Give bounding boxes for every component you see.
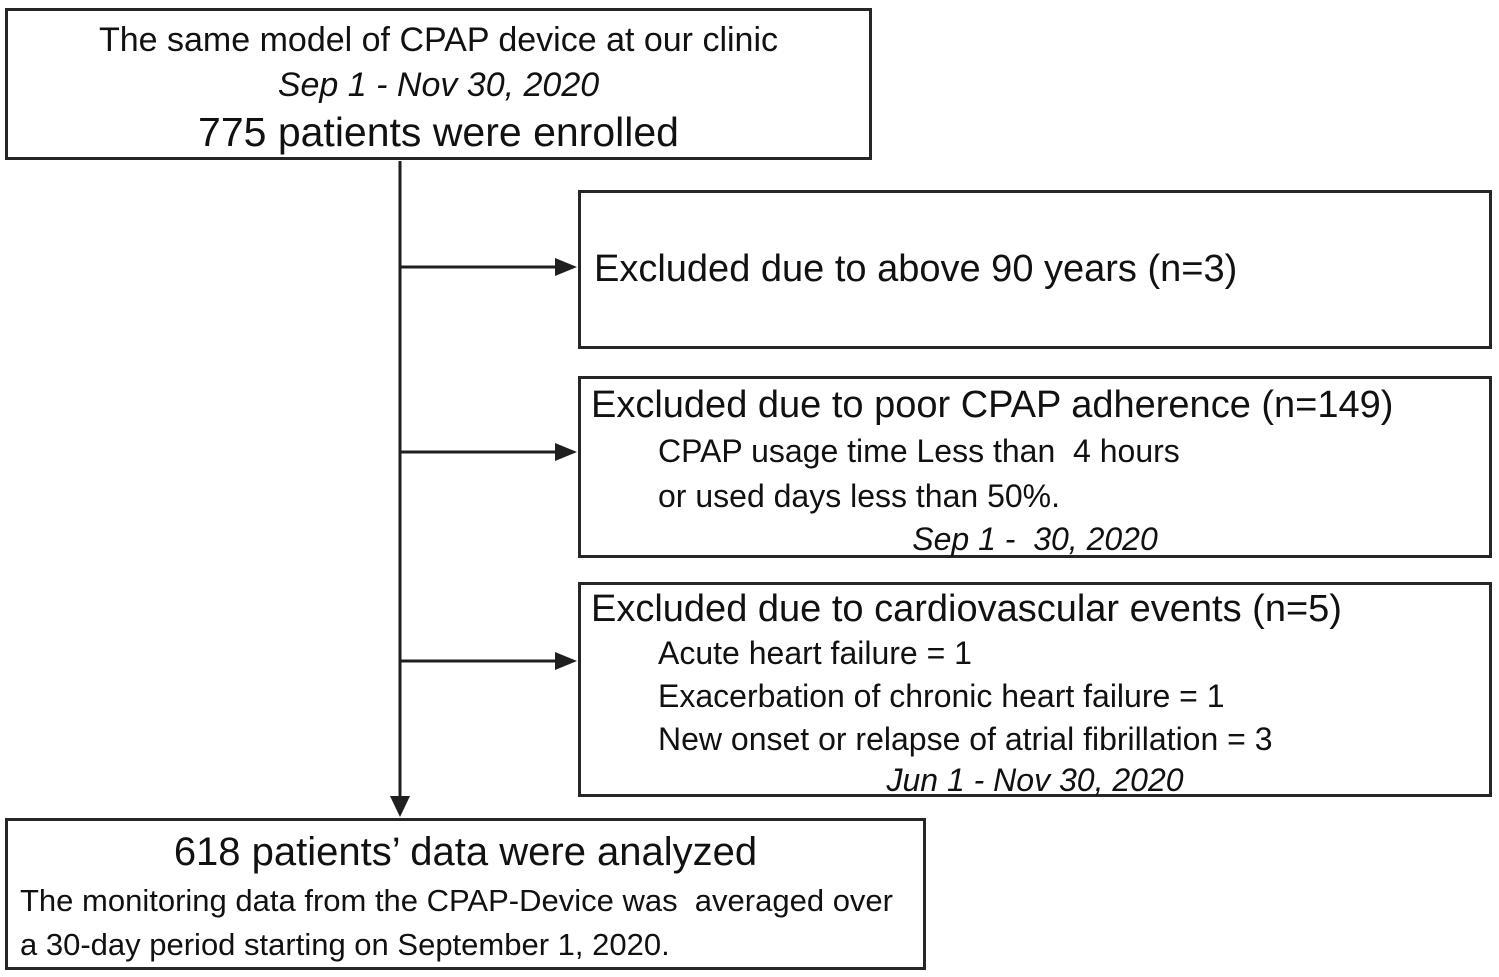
enrollment-box: The same model of CPAP device at our cli…	[5, 8, 872, 160]
exclusion-cardiovascular-detail-1: Acute heart failure = 1	[658, 635, 972, 671]
analyzed-box: 618 patients’ data were analyzed The mon…	[5, 818, 926, 970]
branch-arrow-cardiovascular	[400, 652, 577, 670]
branch-arrow-adherence	[400, 443, 577, 461]
exclusion-cardiovascular-title: Excluded due to cardiovascular events (n…	[591, 588, 1342, 630]
exclusion-adherence-period: Sep 1 - 30, 2020	[912, 521, 1158, 557]
exclusion-age-title: Excluded due to above 90 years (n=3)	[594, 248, 1238, 290]
enrollment-description: The same model of CPAP device at our cli…	[98, 21, 779, 59]
analyzed-count: 618 patients’ data were analyzed	[173, 830, 758, 874]
exclusion-cardiovascular-box: Excluded due to cardiovascular events (n…	[578, 582, 1492, 798]
exclusion-adherence-box: Excluded due to poor CPAP adherence (n=1…	[578, 376, 1492, 558]
vertical-flow-arrow	[390, 161, 410, 817]
exclusion-adherence-detail-2: or used days less than 50%.	[658, 478, 1061, 514]
exclusion-cardiovascular-detail-3: New onset or relapse of atrial fibrillat…	[658, 721, 1273, 757]
exclusion-age-box: Excluded due to above 90 years (n=3)	[578, 190, 1492, 349]
enrollment-period: Sep 1 - Nov 30, 2020	[277, 66, 600, 104]
analyzed-note-line-2: a 30-day period starting on September 1,…	[20, 927, 670, 962]
exclusion-adherence-detail-1: CPAP usage time Less than 4 hours	[658, 433, 1180, 469]
exclusion-adherence-title: Excluded due to poor CPAP adherence (n=1…	[591, 384, 1394, 426]
exclusion-cardiovascular-detail-2: Exacerbation of chronic heart failure = …	[658, 678, 1225, 714]
branch-arrow-age	[400, 258, 577, 276]
analyzed-note-line-1: The monitoring data from the CPAP-Device…	[20, 883, 893, 918]
enrollment-count: 775 patients were enrolled	[198, 109, 679, 155]
exclusion-cardiovascular-period: Jun 1 - Nov 30, 2020	[886, 762, 1184, 798]
